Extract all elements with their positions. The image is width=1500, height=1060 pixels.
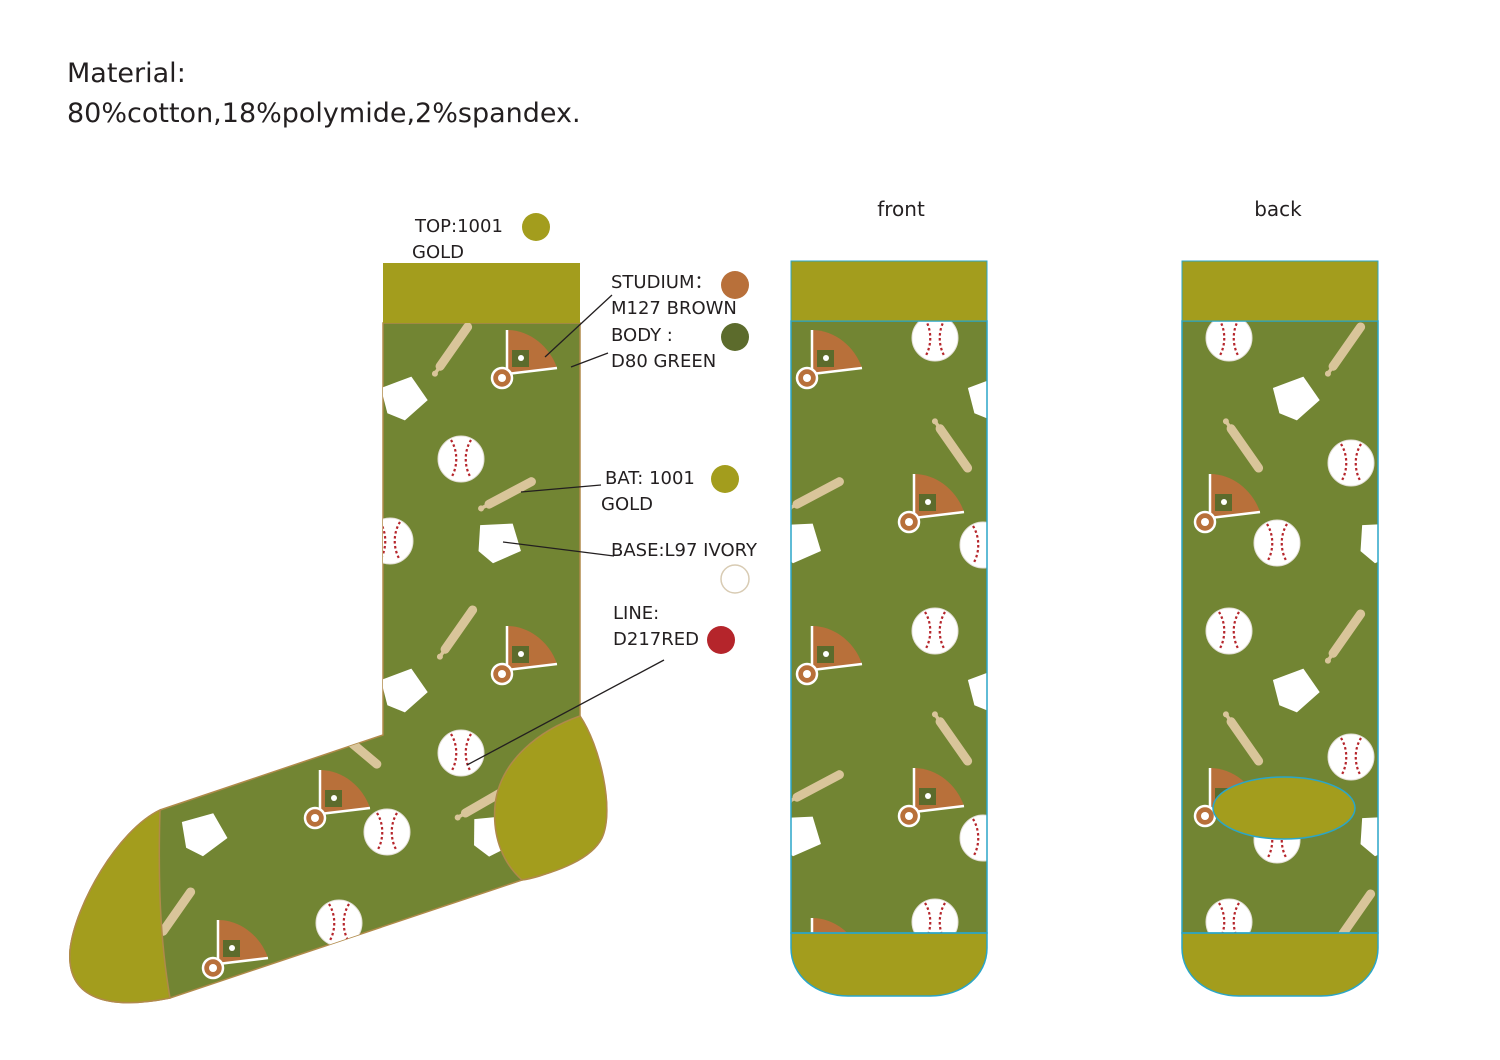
- leader-body: [570, 352, 609, 368]
- leader-line: [466, 659, 665, 766]
- callout-base-label: BASE:L97 IVORY: [611, 540, 758, 561]
- callout-bat-color: GOLD: [601, 494, 654, 515]
- side-sock-cuff: [383, 263, 580, 323]
- material-heading: Material:: [67, 58, 186, 89]
- swatch-line-red: [707, 626, 735, 654]
- swatch-base-ivory: [720, 564, 750, 594]
- back-sock-cuff: [1181, 260, 1379, 322]
- callout-base: BASE:L97 IVORY: [611, 538, 757, 564]
- callout-line-label: LINE:: [613, 603, 660, 624]
- callout-studium: STUDIUM： M127 BROWN: [611, 270, 737, 322]
- swatch-body-green: [721, 323, 749, 351]
- callout-bat: BAT: 1001 GOLD: [601, 466, 695, 518]
- callout-top: TOP:1001 GOLD: [412, 214, 503, 266]
- front-view-sock: [790, 260, 988, 997]
- swatch-top-gold: [522, 213, 550, 241]
- back-view-title: back: [1254, 197, 1302, 221]
- callout-body-label: BODY :: [611, 325, 673, 346]
- callout-studium-color: M127 BROWN: [611, 298, 737, 319]
- callout-bat-code: BAT: 1001: [605, 468, 695, 489]
- callout-body: BODY : D80 GREEN: [611, 323, 716, 375]
- callout-top-code: TOP:1001: [415, 216, 503, 237]
- leader-base: [502, 541, 615, 557]
- front-sock-cuff: [790, 260, 988, 322]
- callout-line-color: D217RED: [613, 629, 699, 650]
- leader-studium: [544, 294, 613, 358]
- callout-leader-lines: [466, 294, 665, 766]
- swatch-studium-brown: [721, 271, 749, 299]
- back-view-sock: [1181, 260, 1379, 997]
- front-sock-toe: [790, 932, 988, 997]
- callout-top-color: GOLD: [412, 242, 465, 263]
- front-view-title: front: [877, 197, 925, 221]
- leader-bat: [520, 484, 602, 493]
- callout-studium-label: STUDIUM：: [611, 272, 713, 293]
- back-sock-heel: [1212, 776, 1356, 840]
- side-sock-heel: [493, 715, 608, 881]
- side-view-sock: [69, 263, 608, 1004]
- callout-line: LINE: D217RED: [613, 601, 699, 653]
- back-sock-toe: [1181, 932, 1379, 997]
- side-sock-toe: [69, 808, 171, 1004]
- swatch-bat-gold: [711, 465, 739, 493]
- material-composition: 80%cotton,18%polymide,2%spandex.: [67, 98, 581, 129]
- callout-body-color: D80 GREEN: [611, 351, 717, 372]
- material-note: Material: 80%cotton,18%polymide,2%spande…: [67, 54, 581, 134]
